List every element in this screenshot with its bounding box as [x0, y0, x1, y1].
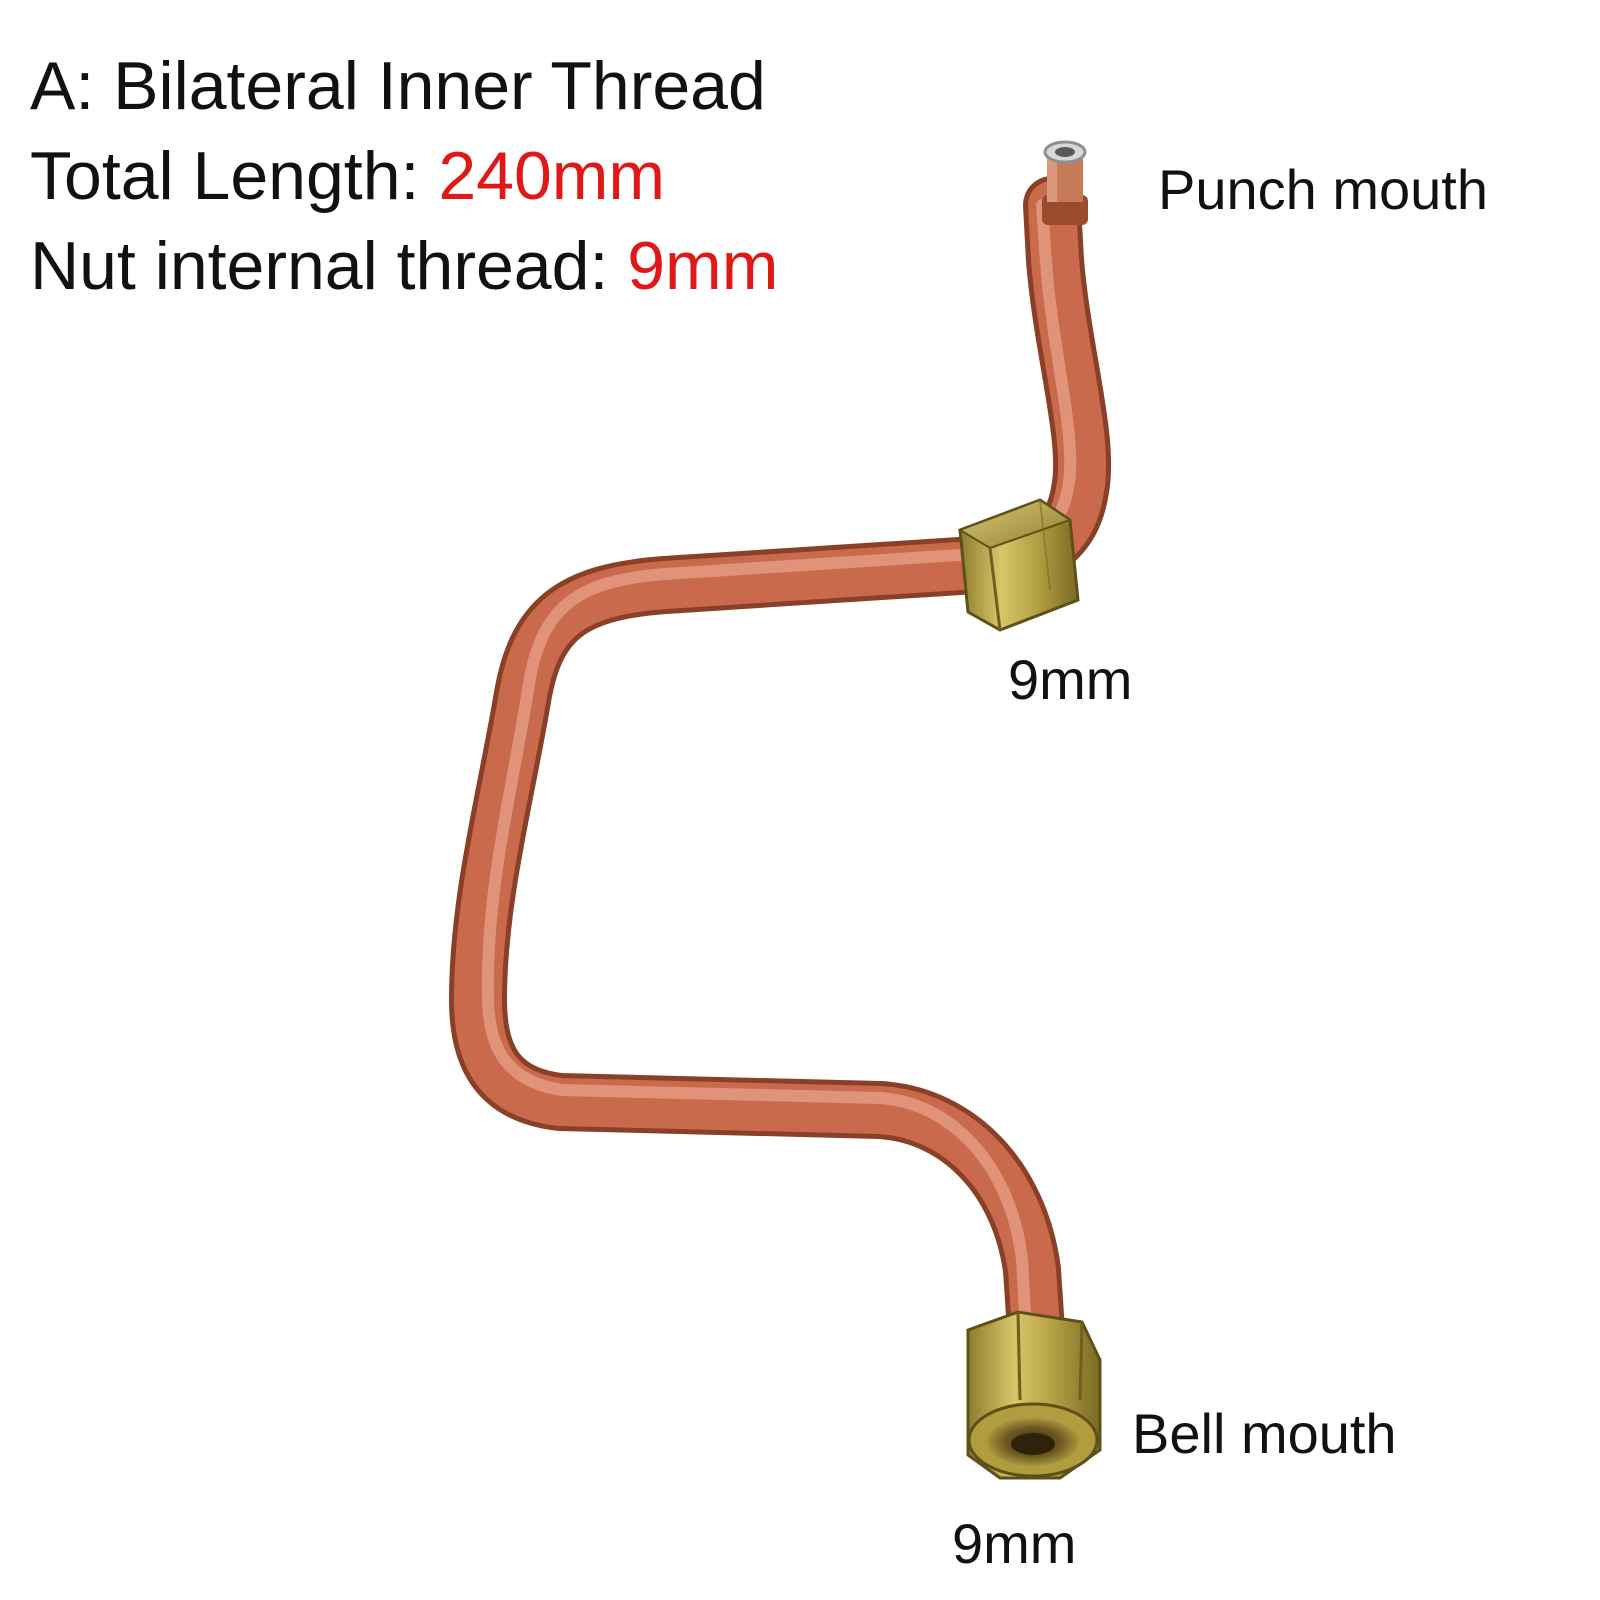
lower-hex-nut: [966, 1310, 1102, 1480]
punch-mouth-label: Punch mouth: [1158, 158, 1488, 221]
copper-pipe: [449, 176, 1112, 1359]
spec-title: A: Bilateral Inner Thread: [30, 48, 766, 124]
total-length-value: 240mm: [438, 138, 666, 214]
spec-total-length: Total Length: 240mm: [30, 136, 665, 216]
bell-mouth-label: Bell mouth: [1132, 1402, 1397, 1465]
lower-nut-size-label: 9mm: [952, 1512, 1077, 1575]
upper-nut-size-label: 9mm: [1008, 648, 1133, 711]
punch-mouth-end: [1042, 140, 1088, 225]
spec-nut-thread: Nut internal thread: 9mm: [30, 226, 778, 306]
nut-thread-value: 9mm: [627, 228, 779, 304]
nut-thread-label: Nut internal thread:: [30, 228, 628, 304]
upper-hex-nut: [957, 498, 1080, 632]
total-length-label: Total Length:: [30, 138, 439, 214]
